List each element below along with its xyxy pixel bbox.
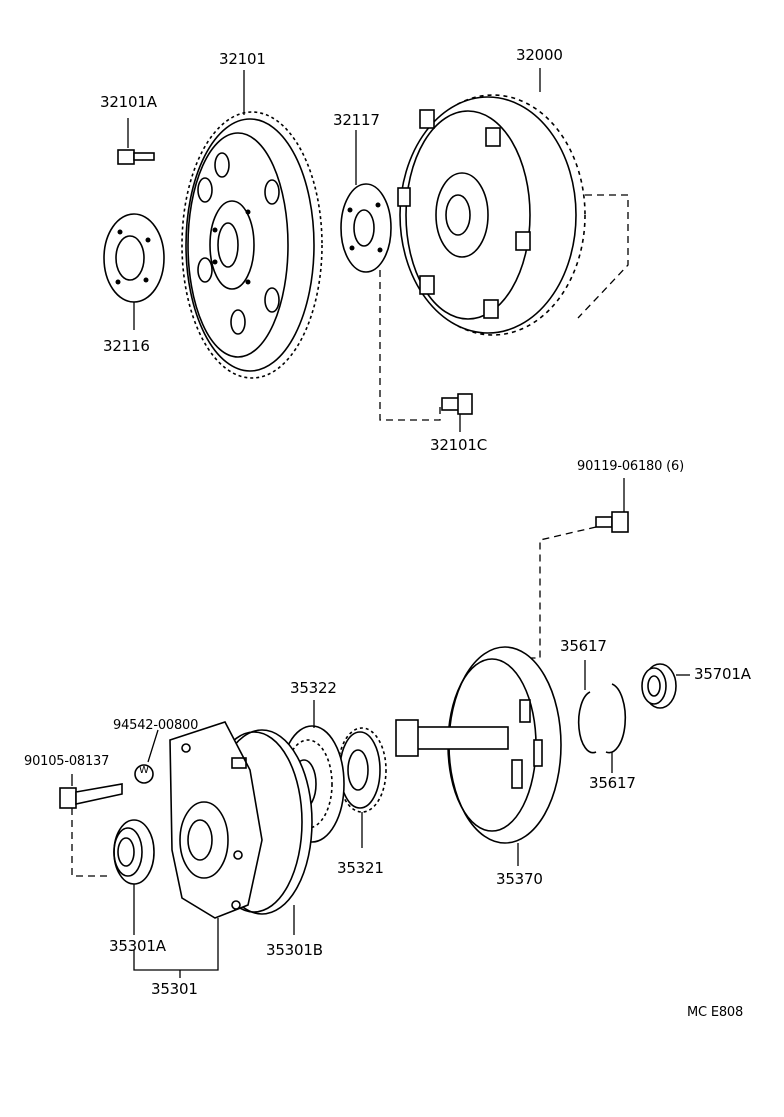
spacer-32116: [103, 213, 165, 330]
label-35321: 35321: [337, 859, 384, 877]
label-32101: 32101: [219, 50, 266, 68]
label-32116: 32116: [103, 337, 150, 355]
label-32101C: 32101C: [430, 436, 487, 454]
bolt-90119-06180: [520, 478, 629, 659]
label-35322: 35322: [290, 679, 337, 697]
label-90105-08137: 90105-08137: [24, 754, 110, 769]
gear-35321: [337, 727, 387, 848]
bush-35701A: [641, 663, 690, 709]
drive-plate-32101: [181, 111, 323, 379]
bolt-32101A: [117, 118, 155, 165]
plate-32117: [340, 130, 441, 421]
label-35701A: 35701A: [694, 665, 751, 683]
pump-body-35301: [169, 721, 313, 935]
bolt-90105-08137: [59, 774, 123, 877]
label-32117: 32117: [333, 111, 380, 129]
label-32000: 32000: [516, 46, 563, 64]
washer-94542-00800: [134, 729, 159, 784]
label-35301B: 35301B: [266, 941, 323, 959]
washer-mark: W: [139, 765, 149, 776]
label-35617-top: 35617: [560, 637, 607, 655]
stator-shaft-35370: [395, 646, 562, 866]
label-35370: 35370: [496, 870, 543, 888]
label-35301A: 35301A: [109, 937, 166, 955]
torque-converter-32000: [397, 68, 629, 336]
ring-35617-b: [605, 683, 627, 773]
label-35617-bottom: 35617: [589, 774, 636, 792]
bolt-32101C: [441, 393, 473, 432]
oil-seal-35301A: [113, 819, 155, 935]
diagram-code: MC E808: [687, 1005, 744, 1020]
label-35301: 35301: [151, 980, 198, 998]
ring-35617-a: [577, 660, 597, 754]
label-32101A: 32101A: [100, 93, 157, 111]
label-90119-06180: 90119-06180 (6): [577, 459, 684, 474]
bracket-35301: [133, 918, 219, 971]
label-94542-00800: 94542-00800: [113, 718, 199, 733]
